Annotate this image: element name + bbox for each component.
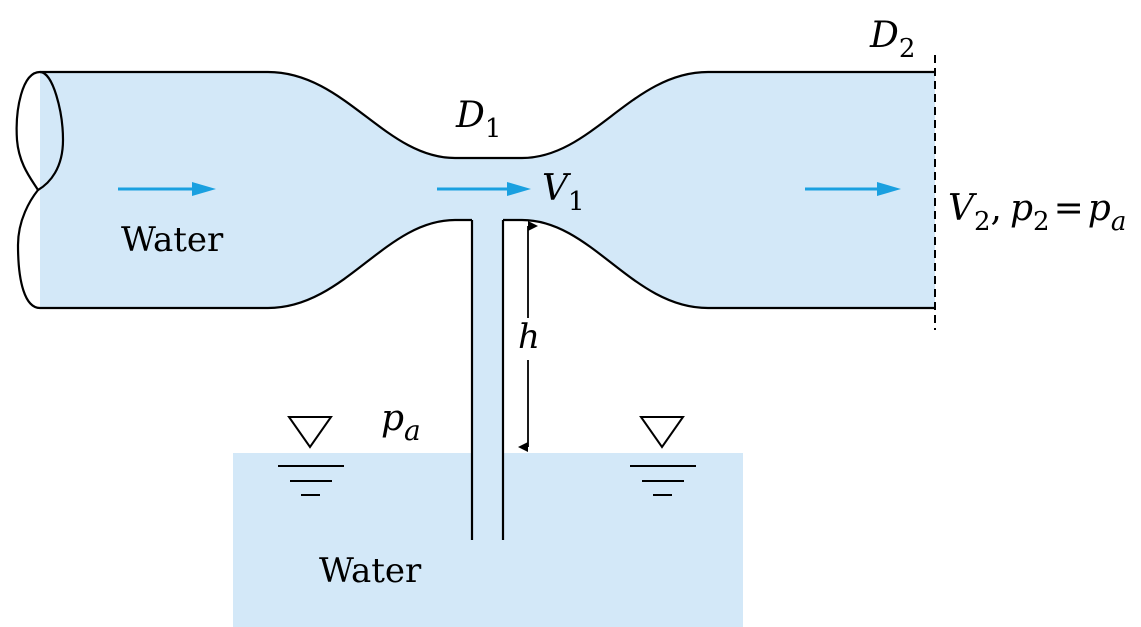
pipe-top-wall — [40, 70, 935, 160]
standpipe-water — [472, 218, 503, 540]
pipe-inlet-cut — [15, 70, 41, 310]
label-tank-water: Water — [319, 551, 422, 591]
free-surface-symbol-right — [630, 416, 696, 496]
free-surface-symbol-left — [278, 416, 344, 496]
pipe-bottom-wall-right — [503, 218, 935, 310]
label-pipe-water: Water — [121, 220, 224, 260]
label-d1: D1 — [455, 95, 501, 144]
flow-arrow-inlet — [118, 182, 216, 196]
label-outlet-condition: V2,p2=pa — [948, 188, 1126, 237]
pipe-inlet-cut-inner — [37, 70, 65, 191]
label-v1: V1 — [542, 168, 585, 217]
pipe-bottom-wall-left — [40, 218, 472, 310]
label-height-h: h — [518, 317, 540, 357]
label-d2: D2 — [869, 15, 915, 64]
flow-arrow-outlet — [805, 182, 901, 196]
label-ambient-pressure: pa — [381, 398, 421, 447]
flow-arrow-throat — [437, 182, 531, 196]
